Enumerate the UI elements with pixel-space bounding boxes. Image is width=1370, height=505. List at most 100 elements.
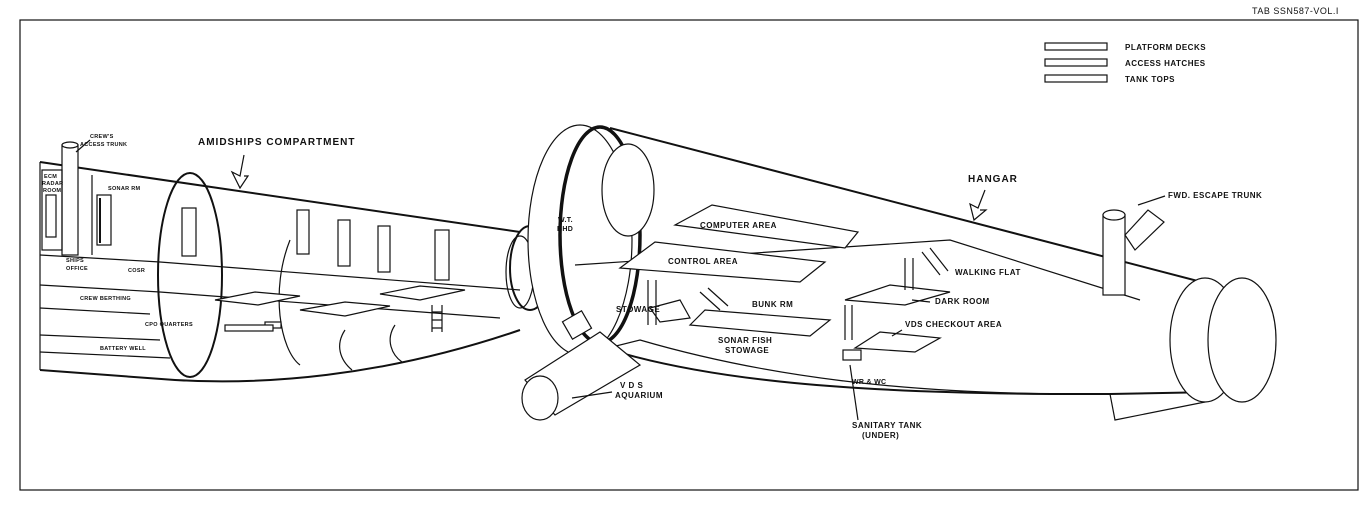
frame-door-1 <box>181 207 197 257</box>
label-ecm-3: ROOM <box>43 188 61 194</box>
ecm-door <box>45 194 57 238</box>
aft-hull-top-line <box>39 161 521 233</box>
control-area-platform <box>618 241 827 283</box>
label-battery-well: BATTERY WELL <box>100 346 146 352</box>
label-cpo-quarters: CPO QUARTERS <box>145 322 193 328</box>
label-sanitary-tank-2: (UNDER) <box>862 431 899 440</box>
callout-arrows <box>75 139 1166 421</box>
battery-deck-line <box>39 334 161 341</box>
legend: PLATFORM DECKS ACCESS HATCHES TANK TOPS <box>1044 42 1206 84</box>
computer-area-platform <box>673 204 860 249</box>
sonar-rm-door <box>96 194 112 246</box>
legend-swatch-tank-tops <box>1044 74 1108 83</box>
frame-door-4 <box>377 225 391 273</box>
vds-aquarium-end <box>521 375 559 421</box>
label-crew-berthing: CREW BERTHING <box>80 296 131 302</box>
label-walking-flat: WALKING FLAT <box>955 268 1021 277</box>
platform-deck-3 <box>379 285 466 301</box>
hangar-keel-line <box>579 339 1101 395</box>
aft-ladder <box>431 305 443 332</box>
tank-top-1 <box>224 324 274 332</box>
legend-label-tank-tops: TANK TOPS <box>1125 75 1175 84</box>
dark-room-leader <box>911 299 931 303</box>
label-control-area: CONTROL AREA <box>668 257 738 266</box>
battery-well-floor <box>39 351 171 359</box>
labels: AMIDSHIPS COMPARTMENT HANGAR CREW'S ACCE… <box>42 134 1262 440</box>
legend-label-platform-decks: PLATFORM DECKS <box>1125 43 1206 52</box>
ecm-radar-room-walls <box>41 169 63 251</box>
label-bunk-rm: BUNK RM <box>752 300 793 309</box>
dark-room-ladder <box>844 305 853 340</box>
label-vds-checkout: VDS CHECKOUT AREA <box>905 320 1002 329</box>
label-ecm-2: RADAR <box>42 181 63 187</box>
bunk-stair <box>699 287 729 311</box>
crews-access-leader <box>75 139 91 153</box>
forward-skid <box>1109 393 1206 421</box>
mid-deck-line <box>39 284 501 319</box>
label-wt-bhd-2: BHD <box>557 226 573 233</box>
vds-aquarium-hatch <box>561 310 593 340</box>
stowage-platform <box>649 299 691 323</box>
hangar-arrow <box>969 189 988 222</box>
label-crews-access-1: CREW'S <box>90 134 114 140</box>
amidships-arrow <box>230 154 250 190</box>
drawing-border <box>19 19 1359 491</box>
label-vds-aquarium-1: V D S <box>620 381 644 390</box>
hull-frame-ring-3 <box>339 329 353 371</box>
legend-swatch-access-hatches <box>1044 58 1108 67</box>
vds-checkout-leader <box>891 329 903 337</box>
legend-swatch-platform-decks <box>1044 42 1108 51</box>
label-cosr: COSR <box>128 268 145 274</box>
upper-deck-line <box>39 254 521 291</box>
label-dark-room: DARK ROOM <box>935 297 990 306</box>
platform-deck-2 <box>299 301 391 317</box>
crews-access-trunk <box>61 144 79 256</box>
label-computer-area: COMPUTER AREA <box>700 221 777 230</box>
hangar-hull-top-line <box>609 127 1241 293</box>
forward-escape-trunk-branch <box>1124 209 1165 251</box>
bunk-rm-platform <box>688 309 832 337</box>
label-stowage: STOWAGE <box>616 305 660 314</box>
label-fwd-escape-trunk: FWD. ESCAPE TRUNK <box>1168 191 1262 200</box>
label-ecm-1: ECM <box>44 174 57 180</box>
label-sonar-fish-2: STOWAGE <box>725 346 769 355</box>
label-hangar: HANGAR <box>968 174 1018 185</box>
label-wr-wc: WR & WC <box>852 379 886 386</box>
frame-door-2 <box>296 209 310 255</box>
forward-escape-trunk <box>1102 214 1126 296</box>
walking-flat-ladder <box>904 258 914 290</box>
label-ships-office-2: OFFICE <box>66 266 88 272</box>
control-ladder <box>647 280 657 325</box>
frame-door-3 <box>337 219 351 267</box>
wr-wc-box <box>842 349 862 361</box>
label-vds-aquarium-2: AQUARIUM <box>615 391 663 400</box>
label-ships-office-1: SHIPS <box>66 258 84 264</box>
label-wt-bhd-1: W.T. <box>558 217 573 224</box>
dark-room-platform <box>844 284 951 306</box>
platform-deck-1 <box>214 291 301 306</box>
label-sanitary-tank-1: SANITARY TANK <box>852 421 922 430</box>
forward-escape-trunk-top <box>1102 209 1126 221</box>
vds-checkout-platform <box>853 331 942 353</box>
hull-frame-ring-4 <box>389 324 403 363</box>
berthing-deck-line <box>39 307 151 315</box>
label-crews-access-2: ACCESS TRUNK <box>80 142 127 148</box>
aft-hull-section <box>39 141 551 383</box>
label-amidships-compartment: AMIDSHIPS COMPARTMENT <box>198 137 355 148</box>
hull-frame-ring-2 <box>278 239 301 366</box>
legend-label-access-hatches: ACCESS HATCHES <box>1125 59 1206 68</box>
fwd-escape-leader <box>1137 195 1166 206</box>
sheet-tag: TAB SSN587-VOL.I <box>1252 6 1339 16</box>
frame-door-5 <box>434 229 450 281</box>
aft-hull-bottom-line <box>39 329 521 383</box>
crews-access-trunk-top <box>61 141 79 149</box>
label-sonar-fish-1: SONAR FISH <box>718 336 772 345</box>
forward-end-cylinder-2 <box>1207 277 1277 403</box>
sanitary-tank-leader <box>849 364 859 421</box>
vds-aquarium-leader <box>571 391 613 399</box>
hangar-section <box>521 124 1277 421</box>
label-sonar-rm: SONAR RM <box>108 186 140 192</box>
wt-bulkhead-hatch <box>601 143 655 237</box>
